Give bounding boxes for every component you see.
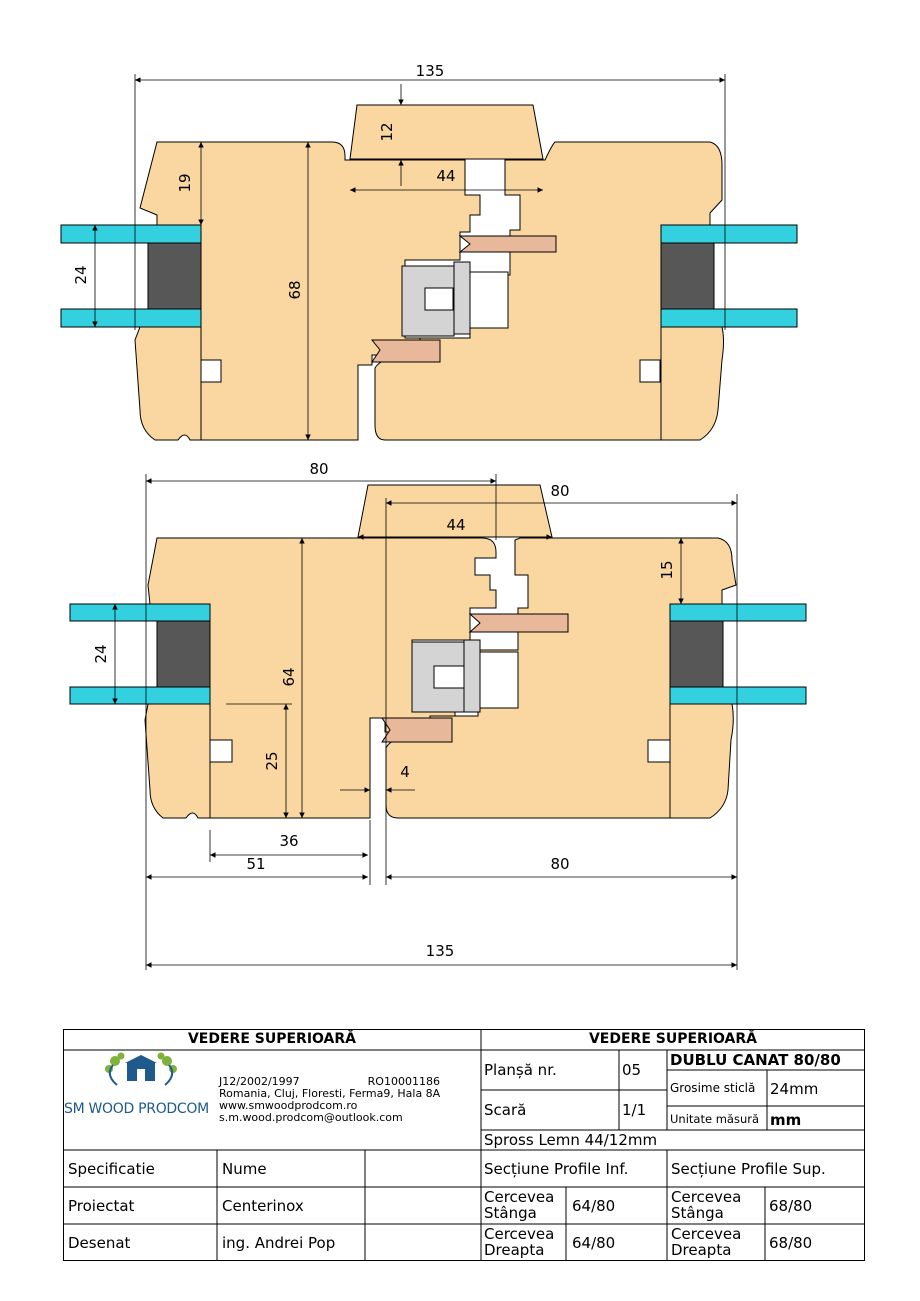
- inf-left-value: 64/80: [572, 1197, 616, 1215]
- inf-left-sash-label: Cercevea Stânga: [484, 1188, 555, 1222]
- spec-label: Specificatie: [68, 1160, 155, 1178]
- sup-left-sash-label: Cercevea Stânga: [671, 1188, 742, 1222]
- sup-right-value: 68/80: [769, 1234, 813, 1252]
- glass-label: Grosime sticlă: [670, 1081, 756, 1095]
- glass-pane-left-bottom: [60, 308, 202, 328]
- lock-pin: [424, 287, 454, 311]
- glass-pane-right-top-b: [669, 603, 807, 622]
- dim-left-total: 51: [246, 855, 265, 873]
- bottom-section-view: [69, 484, 807, 819]
- section-inf-label: Secțiune Profile Inf.: [484, 1160, 629, 1178]
- desenat-value: ing. Andrei Pop: [222, 1234, 336, 1252]
- lock-plate-b: [463, 639, 481, 713]
- company-cui: RO10001186: [367, 1075, 440, 1088]
- drain-hole-left-b: [209, 739, 233, 763]
- company-reg: J12/2002/1997: [219, 1075, 300, 1088]
- company-web: www.smwoodprodcom.ro: [219, 1099, 358, 1112]
- unit-value: mm: [770, 1111, 802, 1129]
- proiectat-label: Proiectat: [68, 1197, 135, 1215]
- glass-seal-right: [660, 242, 715, 310]
- dim-sash-offset-b: 15: [658, 560, 676, 579]
- dim-spross-b: 44: [446, 516, 465, 534]
- spross-bar: [349, 104, 544, 160]
- gasket-bottom-b: [381, 717, 453, 743]
- glass-pane-left-bottom-b: [69, 686, 211, 705]
- dim-height-b: 64: [280, 667, 298, 686]
- inf-right-sash-label: Cercevea Dreapta: [484, 1225, 555, 1259]
- plansa-value: 05: [622, 1061, 642, 1079]
- company-logo: [105, 1052, 177, 1086]
- title-block: VEDERE SUPERIOARĂ VEDERE SUPERIOARĂ SM W…: [63, 1029, 865, 1261]
- left-sash-lower-profile: [134, 326, 202, 441]
- top-dimension-labels: 135 12 44 19 24 68: [72, 62, 456, 300]
- glass-pane-right-top: [660, 224, 798, 244]
- glass-pane-right-bottom: [660, 308, 798, 328]
- glass-pane-left-top: [60, 224, 202, 244]
- dim-right-total: 80: [550, 855, 569, 873]
- title-block-grid: [63, 1029, 865, 1261]
- glass-pane-left-top-b: [69, 603, 211, 622]
- lock-pin-b: [433, 665, 465, 689]
- dim-right-width: 80: [550, 482, 569, 500]
- right-title: VEDERE SUPERIOARĂ: [588, 1031, 758, 1047]
- section-sup-label: Secțiune Profile Sup.: [671, 1160, 826, 1178]
- unit-label: Unitate măsură: [670, 1112, 760, 1126]
- section-drawing: 135 12 44 19 24 68: [60, 62, 807, 970]
- proiectat-value: Centerinox: [222, 1197, 304, 1215]
- product-name: DUBLU CANAT 80/80: [670, 1051, 841, 1069]
- dim-glass-top: 24: [72, 265, 90, 284]
- inf-right-value: 64/80: [572, 1234, 616, 1252]
- lock-cylinder: [469, 271, 509, 329]
- glass-seal-right-b: [669, 620, 724, 688]
- right-sash-lower-profile-b: [669, 703, 734, 819]
- top-dimensions: [92, 74, 726, 440]
- gasket-top: [458, 235, 557, 253]
- desenat-label: Desenat: [68, 1234, 131, 1252]
- drain-hole-right: [639, 359, 661, 383]
- glass-seal-left-b: [156, 620, 211, 688]
- spross-spec: Spross Lemn 44/12mm: [484, 1131, 658, 1149]
- lock-plate: [453, 261, 471, 335]
- dim-glass-b: 24: [92, 644, 110, 663]
- glass-pane-right-bottom-b: [669, 686, 807, 705]
- dim-spross-top: 44: [436, 167, 455, 185]
- dim-gap: 4: [400, 763, 410, 781]
- dim-low-b: 25: [263, 751, 281, 770]
- right-sash-profile: [374, 141, 723, 441]
- company-info: J12/2002/1997 RO10001186 Romania, Cluj, F…: [219, 1076, 440, 1124]
- dim-inner: 36: [279, 832, 298, 850]
- dim-sash-offset-top: 19: [176, 173, 194, 192]
- left-title: VEDERE SUPERIOARĂ: [187, 1031, 357, 1047]
- scara-label: Scară: [484, 1101, 527, 1119]
- gasket-bottom: [370, 339, 441, 363]
- lock-cylinder-b: [479, 651, 519, 709]
- bottom-dimension-labels: 80 80 44 15 24 64 25 4 36 51 80 135: [92, 460, 676, 960]
- glass-value: 24mm: [770, 1080, 819, 1098]
- company-email: s.m.wood.prodcom@outlook.com: [219, 1111, 403, 1124]
- drain-hole-left: [200, 359, 222, 383]
- plansa-label: Planșă nr.: [484, 1061, 557, 1079]
- dim-height-top: 68: [286, 280, 304, 299]
- drain-hole-right-b: [647, 739, 671, 763]
- company-address: Romania, Cluj, Floresti, Ferma9, Hala 8A: [219, 1087, 441, 1100]
- top-section-view: [60, 104, 798, 441]
- right-sash-lower-profile: [660, 326, 724, 441]
- sup-left-value: 68/80: [769, 1197, 813, 1215]
- gasket-top-b: [468, 613, 569, 633]
- dim-overall-b: 135: [426, 942, 455, 960]
- scara-value: 1/1: [622, 1101, 647, 1119]
- dim-left-width: 80: [309, 460, 328, 478]
- dim-rebate-depth: 12: [378, 122, 396, 141]
- bottom-dimensions: [112, 474, 738, 970]
- left-sash-lower-profile-b: [144, 703, 211, 819]
- glass-seal-left: [147, 242, 202, 310]
- nume-label: Nume: [222, 1160, 267, 1178]
- sup-right-sash-label: Cercevea Dreapta: [671, 1225, 742, 1259]
- logo-text: SM WOOD PRODCOM: [64, 1101, 209, 1117]
- dim-overall-top: 135: [416, 62, 445, 80]
